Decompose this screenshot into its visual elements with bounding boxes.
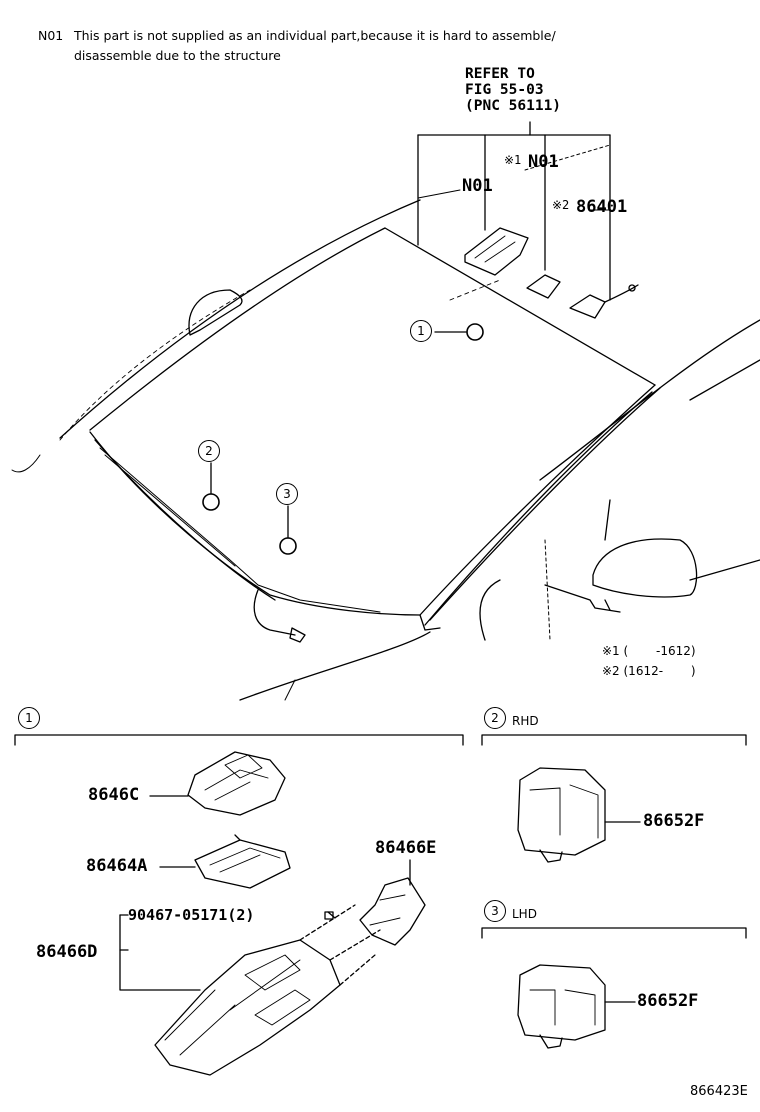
mark-2: ※2	[552, 198, 570, 212]
figure-id: 866423E	[690, 1084, 748, 1099]
part-86652F-lhd: 86652F	[637, 991, 699, 1011]
part-8646C: 8646C	[88, 785, 140, 805]
part-86466E: 86466E	[375, 838, 437, 858]
vehicle-outline	[11, 199, 760, 701]
section-1-frame	[14, 734, 464, 746]
refer-bracket	[417, 121, 611, 301]
refer-line-3: (PNC 56111)	[465, 98, 562, 114]
section-2-frame	[481, 734, 747, 746]
callout-86401: 86401	[576, 197, 628, 217]
part-86652F-lhd-drawing	[517, 964, 636, 1049]
glass-marker-3: 3	[276, 483, 298, 505]
part-86652F-rhd-drawing	[517, 767, 641, 863]
section-3-frame	[481, 927, 747, 939]
callout-n01-left: N01	[462, 176, 493, 196]
n01-note: N01 This part is not supplied as an indiv…	[38, 26, 556, 66]
section-2-label: RHD	[512, 714, 539, 728]
part-86466E-drawing	[324, 859, 426, 946]
section-2-number: 2	[484, 707, 506, 729]
footnote-2: ※2 (1612- )	[602, 664, 696, 678]
glass-marker-1: 1	[410, 320, 432, 342]
footnote-1: ※1 ( -1612)	[602, 644, 696, 658]
part-86466D: 86466D	[36, 942, 98, 962]
note-line-1: This part is not supplied as an individu…	[74, 28, 556, 43]
part-86466D-drawing	[119, 904, 381, 1076]
part-90467-05171: 90467-05171(2)	[128, 906, 255, 924]
section-1-number: 1	[18, 707, 40, 729]
part-86464A: 86464A	[86, 856, 148, 876]
section-3-label: LHD	[512, 907, 537, 921]
part-8646C-drawing	[149, 751, 286, 816]
refer-line-2: FIG 55-03	[465, 82, 544, 98]
callout-n01-right: N01	[528, 152, 559, 172]
glass-marker-2: 2	[198, 440, 220, 462]
refer-line-1: REFER TO	[465, 66, 535, 82]
glass-markers	[202, 323, 484, 555]
part-86652F-rhd: 86652F	[643, 811, 705, 831]
small-brackets-on-glass	[464, 227, 639, 319]
part-86464A-drawing	[159, 834, 291, 889]
note-line-2: disassemble due to the structure	[74, 48, 281, 63]
note-code: N01	[38, 28, 64, 43]
mark-1: ※1	[504, 153, 522, 167]
section-3-number: 3	[484, 900, 506, 922]
